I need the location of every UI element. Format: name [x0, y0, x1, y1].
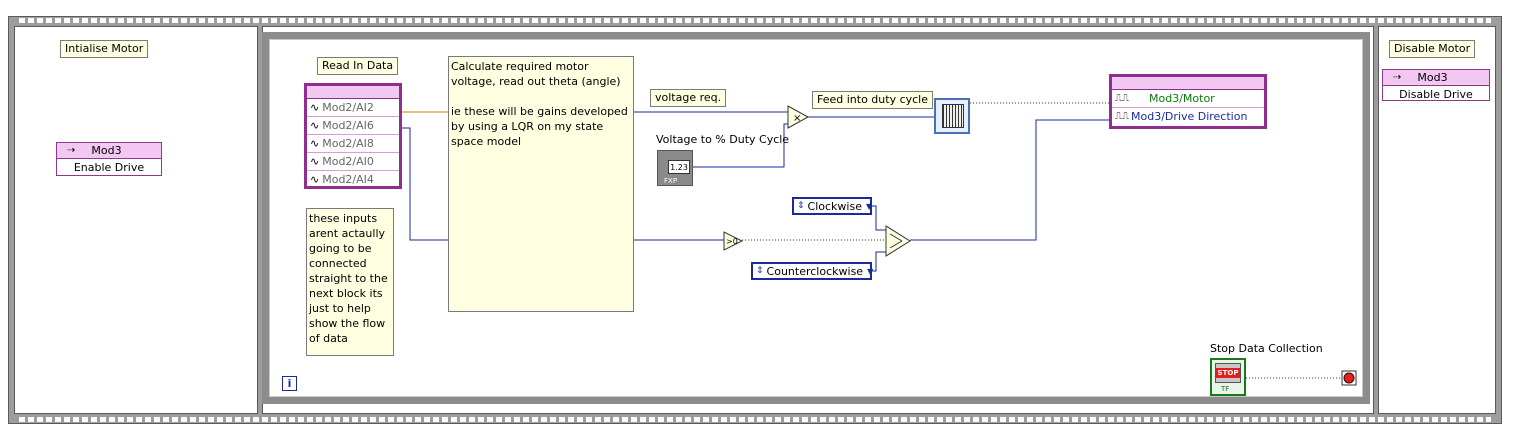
- property-node-header: ⇢ Mod3: [1383, 70, 1489, 86]
- duty-cycle-constant-label: Voltage to % Duty Cycle: [656, 133, 790, 146]
- calculation-note: Calculate required motor voltage, read o…: [448, 56, 634, 312]
- digital-output-node[interactable]: ⎍⎍Mod3/Motor ⎍⎍Mod3/Drive Direction: [1109, 74, 1267, 129]
- reference-arrow-icon: ⇢: [1393, 72, 1402, 83]
- wire-direction: [910, 119, 1112, 241]
- enable-drive-property[interactable]: Enable Drive: [73, 160, 145, 174]
- input-ai4[interactable]: ∿Mod2/AI4: [310, 173, 374, 186]
- module-name: Mod3: [1417, 71, 1448, 84]
- chevron-down-icon: ▼: [865, 201, 873, 211]
- compare-glyph: >0: [726, 237, 738, 246]
- output-motor[interactable]: ⎍⎍Mod3/Motor: [1112, 90, 1264, 108]
- inputs-note: these inputs arent actaully going to be …: [306, 208, 394, 356]
- analog-input-node[interactable]: ∿Mod2/AI2 ∿Mod2/AI6 ∿Mod2/AI8 ∿Mod2/AI0 …: [304, 83, 402, 189]
- waveform-icon: ∿: [310, 119, 320, 132]
- constant-value: 1.23: [668, 160, 690, 174]
- reference-arrow-icon: ⇢: [67, 145, 76, 156]
- input-ai6[interactable]: ∿Mod2/AI6: [307, 117, 399, 135]
- initialise-motor-label: Intialise Motor: [60, 40, 149, 58]
- pulse-icon: ⎍⎍: [1115, 93, 1129, 104]
- counterclockwise-enum[interactable]: ⇕Counterclockwise▼: [751, 262, 874, 280]
- select-node: [885, 225, 911, 257]
- sequence-frame-initialise: [14, 26, 258, 414]
- wire-duty-constant: [692, 123, 790, 168]
- input-ai2[interactable]: ∿Mod2/AI2: [307, 99, 399, 117]
- increment-icon: ⇕: [756, 266, 764, 276]
- disable-motor-label: Disable Motor: [1389, 40, 1476, 58]
- waveform-icon: ∿: [310, 101, 320, 114]
- pulse-icon: ⎍⎍: [1115, 111, 1129, 122]
- wire-ai6: [402, 127, 448, 241]
- disable-drive-property[interactable]: Disable Drive: [1399, 87, 1473, 101]
- output-drive-direction[interactable]: ⎍⎍Mod3/Drive Direction: [1115, 110, 1248, 123]
- fpga-duty-cycle-node[interactable]: [934, 98, 970, 134]
- pwm-icon: [942, 104, 964, 128]
- waveform-icon: ∿: [310, 155, 320, 168]
- multiply-node: [787, 105, 810, 129]
- tf-type: TF: [1221, 385, 1230, 393]
- stop-button[interactable]: STOP TF: [1210, 358, 1246, 396]
- multiply-glyph: ×: [793, 113, 801, 124]
- clockwise-enum[interactable]: ⇕Clockwise▼: [792, 197, 872, 215]
- chevron-down-icon: ▼: [867, 266, 874, 276]
- feed-duty-cycle-label: Feed into duty cycle: [812, 91, 934, 109]
- disable-drive-property-node[interactable]: ⇢ Mod3 Disable Drive: [1382, 69, 1490, 101]
- stop-data-collection-label: Stop Data Collection: [1210, 342, 1323, 355]
- wire-cw: [870, 205, 888, 231]
- input-ai8[interactable]: ∿Mod2/AI8: [307, 135, 399, 153]
- read-in-data-label: Read In Data: [317, 57, 399, 75]
- duty-cycle-constant[interactable]: 1.23 FXP: [657, 150, 693, 186]
- increment-icon: ⇕: [797, 201, 805, 211]
- iteration-terminal[interactable]: i: [282, 376, 297, 391]
- stop-condition-icon: [1343, 372, 1355, 384]
- stop-button-face: STOP: [1215, 363, 1241, 383]
- waveform-icon: ∿: [310, 137, 320, 150]
- enable-drive-property-node[interactable]: ⇢ Mod3 Enable Drive: [56, 142, 162, 176]
- waveform-icon: ∿: [310, 173, 320, 186]
- film-perforation-bottom: [19, 417, 1491, 422]
- wire-ccw: [870, 251, 888, 272]
- voltage-req-label: voltage req.: [650, 89, 727, 107]
- stop-text: STOP: [1215, 368, 1241, 378]
- greater-than-zero-node: [723, 231, 744, 251]
- property-node-header: ⇢ Mod3: [57, 143, 161, 159]
- input-ai0[interactable]: ∿Mod2/AI0: [307, 153, 399, 171]
- film-perforation-top: [19, 18, 1491, 23]
- module-name: Mod3: [91, 144, 122, 157]
- fxp-type: FXP: [664, 177, 678, 185]
